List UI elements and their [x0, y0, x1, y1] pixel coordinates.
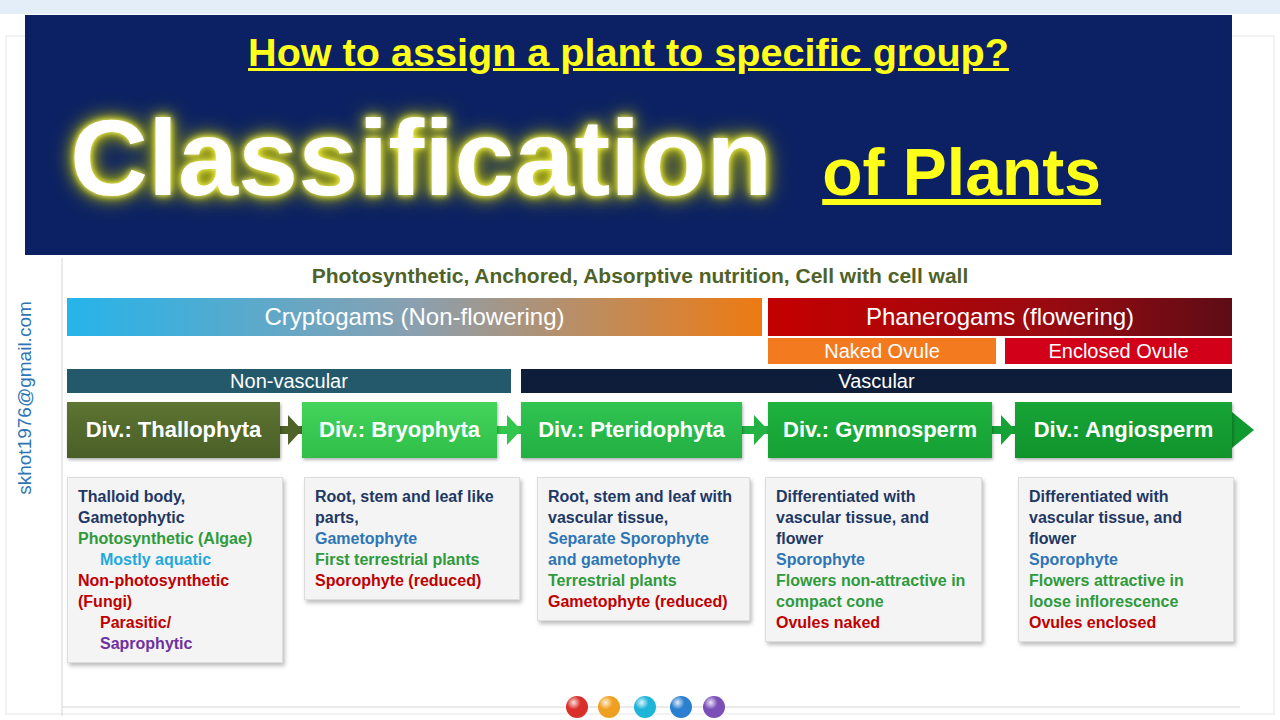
description-box: Root, stem and leaf with vascular tissue… — [537, 477, 750, 621]
top-strip — [0, 0, 1280, 14]
division-box: Div.: Pteridophyta — [521, 402, 742, 458]
description-line: Parasitic/ — [78, 612, 272, 633]
subgroup-name: Enclosed Ovule — [1048, 340, 1188, 363]
ball-shine — [566, 696, 588, 718]
trailing-chevron — [1232, 412, 1254, 448]
description-line: Mostly aquatic — [78, 549, 272, 570]
tissue-band: Non-vascular — [67, 369, 511, 393]
description-line: Gametophyte — [315, 528, 509, 549]
division-box: Div.: Thallophyta — [67, 402, 280, 458]
author-email: skhot1976@gmail.com — [14, 301, 36, 495]
ball-shine — [634, 696, 656, 718]
ball — [566, 696, 588, 718]
description-line: Terrestrial plants — [548, 570, 739, 591]
description-box: Differentiated with vascular tissue, and… — [1018, 477, 1234, 642]
ball-shine — [670, 696, 692, 718]
description-line: Differentiated with vascular tissue, and… — [1029, 486, 1223, 549]
banner-question: How to assign a plant to specific group? — [25, 29, 1232, 77]
tissue-name: Vascular — [838, 370, 914, 393]
group-name: Cryptogams (Non-flowering) — [264, 303, 564, 331]
chevron-arrow — [280, 426, 302, 434]
ball — [670, 696, 692, 718]
ball — [598, 696, 620, 718]
ball-shine — [598, 696, 620, 718]
description-line: Non-photosynthetic (Fungi) — [78, 570, 272, 612]
description-line: Flowers attractive in loose inflorescenc… — [1029, 570, 1223, 612]
tissue-band: Vascular — [521, 369, 1232, 393]
division-name: Div.: Angiosperm — [1034, 417, 1214, 443]
division-name: Div.: Pteridophyta — [538, 417, 725, 443]
ball — [634, 696, 656, 718]
subgroup-band: Enclosed Ovule — [1005, 338, 1232, 364]
chevron-arrow — [742, 426, 768, 434]
division-box: Div.: Gymnosperm — [768, 402, 992, 458]
description-line: Root, stem and leaf with vascular tissue… — [548, 486, 739, 528]
description-line: Sporophyte — [1029, 549, 1223, 570]
subgroup-name: Naked Ovule — [824, 340, 940, 363]
description-box: Root, stem and leaf like parts,Gametophy… — [304, 477, 520, 600]
banner-subheadline: of Plants — [822, 136, 1101, 209]
footer-balls — [566, 696, 725, 718]
description-line: Thalloid body, Gametophytic — [78, 486, 272, 528]
tissue-name: Non-vascular — [230, 370, 348, 393]
description-line: First terrestrial plants — [315, 549, 509, 570]
division-name: Div.: Thallophyta — [86, 417, 262, 443]
description-line: Sporophyte (reduced) — [315, 570, 509, 591]
description-line: Differentiated with vascular tissue, and… — [776, 486, 971, 549]
margin-line — [62, 258, 63, 716]
shared-traits: Photosynthetic, Anchored, Absorptive nut… — [0, 264, 1280, 288]
description-line: Gametophyte (reduced) — [548, 591, 739, 612]
slide-frame — [6, 36, 1274, 714]
division-name: Div.: Bryophyta — [319, 417, 480, 443]
banner-headline: Classification — [70, 99, 772, 218]
description-line: Separate Sporophyte and gametophyte — [548, 528, 739, 570]
ball — [703, 696, 725, 718]
description-line: Photosynthetic (Algae) — [78, 528, 272, 549]
description-line: Flowers non-attractive in compact cone — [776, 570, 971, 612]
group-band: Cryptogams (Non-flowering) — [67, 298, 762, 336]
chevron-arrow — [992, 426, 1015, 434]
ball-shine — [703, 696, 725, 718]
group-band: Phanerogams (flowering) — [768, 298, 1232, 336]
title-banner: How to assign a plant to specific group?… — [25, 15, 1232, 255]
chevron-arrow — [497, 426, 521, 434]
description-line: Sporophyte — [776, 549, 971, 570]
description-box: Thalloid body, GametophyticPhotosyntheti… — [67, 477, 283, 663]
description-box: Differentiated with vascular tissue, and… — [765, 477, 982, 642]
division-box: Div.: Bryophyta — [302, 402, 497, 458]
subgroup-band: Naked Ovule — [768, 338, 996, 364]
description-line: Root, stem and leaf like parts, — [315, 486, 509, 528]
description-line: Saprophytic — [78, 633, 272, 654]
division-name: Div.: Gymnosperm — [783, 417, 977, 443]
description-line: Ovules naked — [776, 612, 971, 633]
description-line: Ovules enclosed — [1029, 612, 1223, 633]
division-box: Div.: Angiosperm — [1015, 402, 1232, 458]
group-name: Phanerogams (flowering) — [866, 303, 1134, 331]
